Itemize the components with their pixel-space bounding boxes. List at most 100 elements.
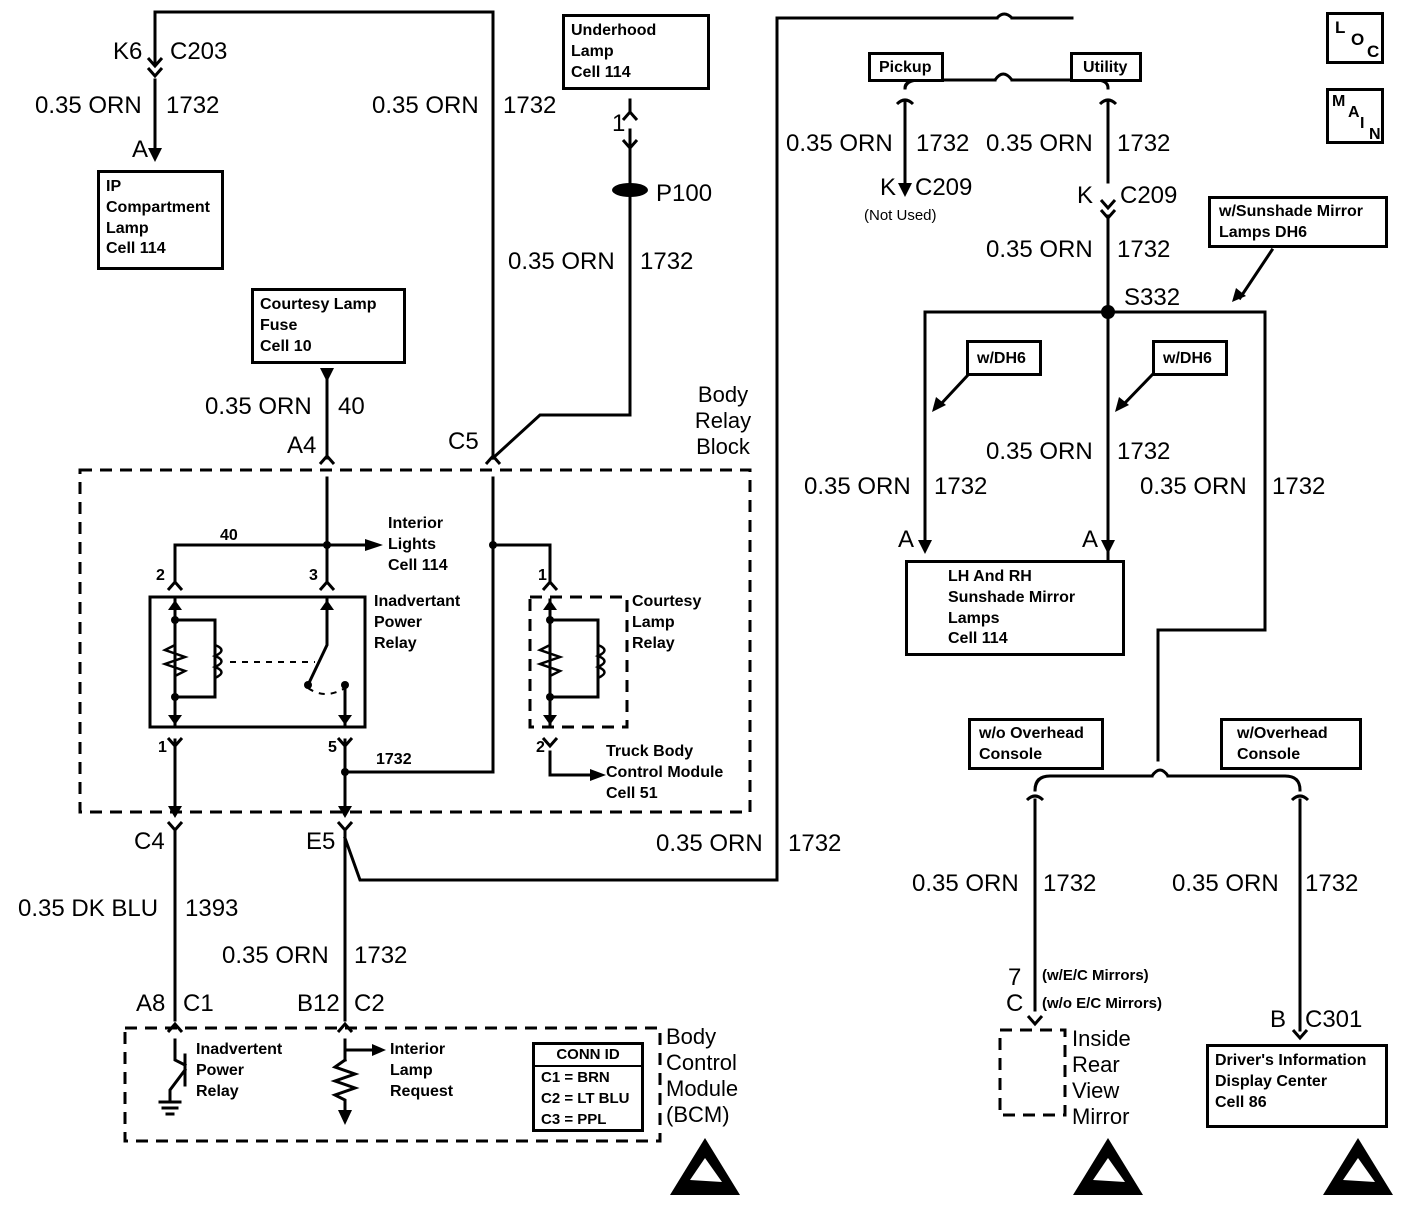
arrowhead-relay-down-right [338, 715, 352, 725]
box-line: IP [106, 178, 122, 195]
relay-wire-label-1732: 1732 [376, 751, 412, 768]
connector-c203-label: C203 [170, 38, 228, 65]
arrowhead-relay-up-right [320, 600, 334, 610]
pin-1-label: 1 [158, 739, 167, 756]
loc-letter-o: O [1351, 30, 1365, 49]
wire-circuit-label: 1732 [1043, 870, 1097, 897]
box-line: w/o Overhead [979, 725, 1084, 742]
main-icon[interactable]: M A I N [1326, 88, 1384, 144]
connector-c4 [166, 821, 184, 833]
conn-id-row: C2 = LT BLU [541, 1090, 630, 1107]
crossover-console [1150, 768, 1170, 777]
title-line: Relay [694, 408, 752, 433]
box-line: w/Sunshade Mirror [1219, 203, 1364, 220]
splice-s332-label: S332 [1124, 284, 1181, 311]
conn-id-header: CONN ID [535, 1045, 641, 1067]
p100-connector [612, 183, 648, 197]
loc-letter-l: L [1335, 18, 1346, 37]
arrowhead-rh [1101, 540, 1115, 554]
connector-mirror [1026, 1015, 1044, 1027]
connector-k6 [146, 57, 164, 79]
label-line: Cell 114 [388, 556, 448, 574]
box-line: Cell 114 [571, 63, 631, 81]
arrowhead-ip-lamp [148, 148, 162, 162]
connector-pin2 [166, 579, 184, 591]
connector-a8-label: A8 [136, 990, 166, 1017]
wire-color-label: 0.35 ORN [205, 393, 312, 420]
box-line: Console [979, 745, 1043, 763]
node-relay-2 [171, 693, 179, 701]
ec-mirror-with-label: (w/E/C Mirrors) [1042, 967, 1149, 984]
title-line: Mirror [1072, 1104, 1130, 1129]
courtesy-relay-rail [548, 598, 600, 727]
box-line: Sunshade Mirror [948, 588, 1076, 606]
wire-circuit-label: 1732 [503, 92, 557, 119]
wire-color-label: 0.35 ORN [804, 473, 911, 500]
ip-compartment-lamp-box: IP Compartment Lamp Cell 114 [97, 170, 224, 270]
label-line: Relay [196, 1082, 239, 1100]
box-line: Cell 114 [106, 240, 166, 258]
arrowhead-bcm-request [372, 1044, 386, 1056]
title-line: Block [696, 434, 750, 459]
node-1732 [341, 768, 349, 776]
label-line: Interior [388, 515, 444, 532]
label-line: Cell 51 [606, 784, 658, 802]
connector-k6-label: K6 [113, 38, 143, 65]
bcm-title: Body Control Module (BCM) [666, 1024, 738, 1128]
title-line: View [1072, 1078, 1120, 1103]
bcm-interior-lamp-request-label: Interior Lamp Request [390, 1040, 453, 1102]
wire-circuit-label: 1393 [185, 895, 239, 922]
relay-travel-arc [307, 687, 346, 695]
bcm-outline [123, 1026, 662, 1143]
label-line: Lamp [390, 1061, 433, 1079]
wire-color-label: 0.35 ORN [1140, 473, 1247, 500]
arrowhead-interior-lights [365, 539, 383, 551]
wire-circuit-label: 1732 [166, 92, 220, 119]
arrowhead-truck-bcm [590, 769, 606, 781]
box-line: Lamps DH6 [1219, 223, 1308, 241]
label-line: Courtesy [632, 593, 702, 610]
wire-circuit-label: 40 [338, 393, 365, 420]
box-line: Cell 10 [260, 337, 312, 355]
wire-color-label: 0.35 ORN [35, 92, 142, 119]
title-line: Body [666, 1024, 717, 1049]
wire-color-label: 0.35 ORN [986, 130, 1093, 157]
main-letter-m: M [1332, 93, 1346, 110]
connector-c5-label: C5 [448, 428, 479, 455]
w-overhead-console-box: w/Overhead Console [1220, 718, 1362, 770]
option-bracket-console [1033, 774, 1302, 792]
conn-id-row: C3 = PPL [541, 1111, 607, 1128]
arrowhead-courtesy-down [543, 715, 557, 725]
w-dh6-right-box: w/DH6 [1152, 340, 1228, 376]
box-line: Cell 86 [1215, 1093, 1267, 1111]
label-line: Interior [390, 1041, 446, 1058]
label-line: Relay [374, 634, 417, 652]
arrowhead-relay-up-left [168, 600, 182, 610]
loc-icon[interactable]: L O C [1326, 12, 1384, 64]
sunshade-option-box: w/Sunshade Mirror Lamps DH6 [1208, 196, 1388, 248]
connector-b12-label: B12 [297, 990, 340, 1017]
label-line: Inadvertant [374, 593, 461, 610]
dic-box: Driver's Information Display Center Cell… [1206, 1044, 1388, 1128]
inadvertant-power-relay-label: Inadvertant Power Relay [374, 592, 460, 654]
courtesy-lamp-relay-label: Courtesy Lamp Relay [632, 592, 701, 654]
truck-bcm-label: Truck Body Control Module Cell 51 [606, 742, 723, 804]
ec-mirror-without-label: (w/o E/C Mirrors) [1042, 995, 1163, 1012]
connector-c301-label: C301 [1305, 1006, 1363, 1033]
node-relay-4 [341, 681, 349, 689]
arrowhead-pickup [898, 183, 912, 197]
wire-color-label: 0.35 ORN [372, 92, 479, 119]
connector-k-label: K [1077, 182, 1094, 209]
connector-p100-label: P100 [656, 180, 713, 207]
inside-mirror-box [998, 1028, 1067, 1117]
w-dh6-left-box: w/DH6 [966, 340, 1042, 376]
box-line: w/DH6 [977, 350, 1026, 367]
inad-relay-pins-to-connectors [173, 738, 347, 812]
connector-a-label: A [898, 526, 915, 553]
pin-3-label: 3 [309, 567, 318, 584]
utility-option-box: Utility [1070, 52, 1142, 82]
wire-circuit-label: 1732 [354, 942, 408, 969]
wire-circuit-label: 1732 [1272, 473, 1326, 500]
connector-a-label: A [132, 136, 149, 163]
inad-relay-left-rail [173, 598, 217, 727]
